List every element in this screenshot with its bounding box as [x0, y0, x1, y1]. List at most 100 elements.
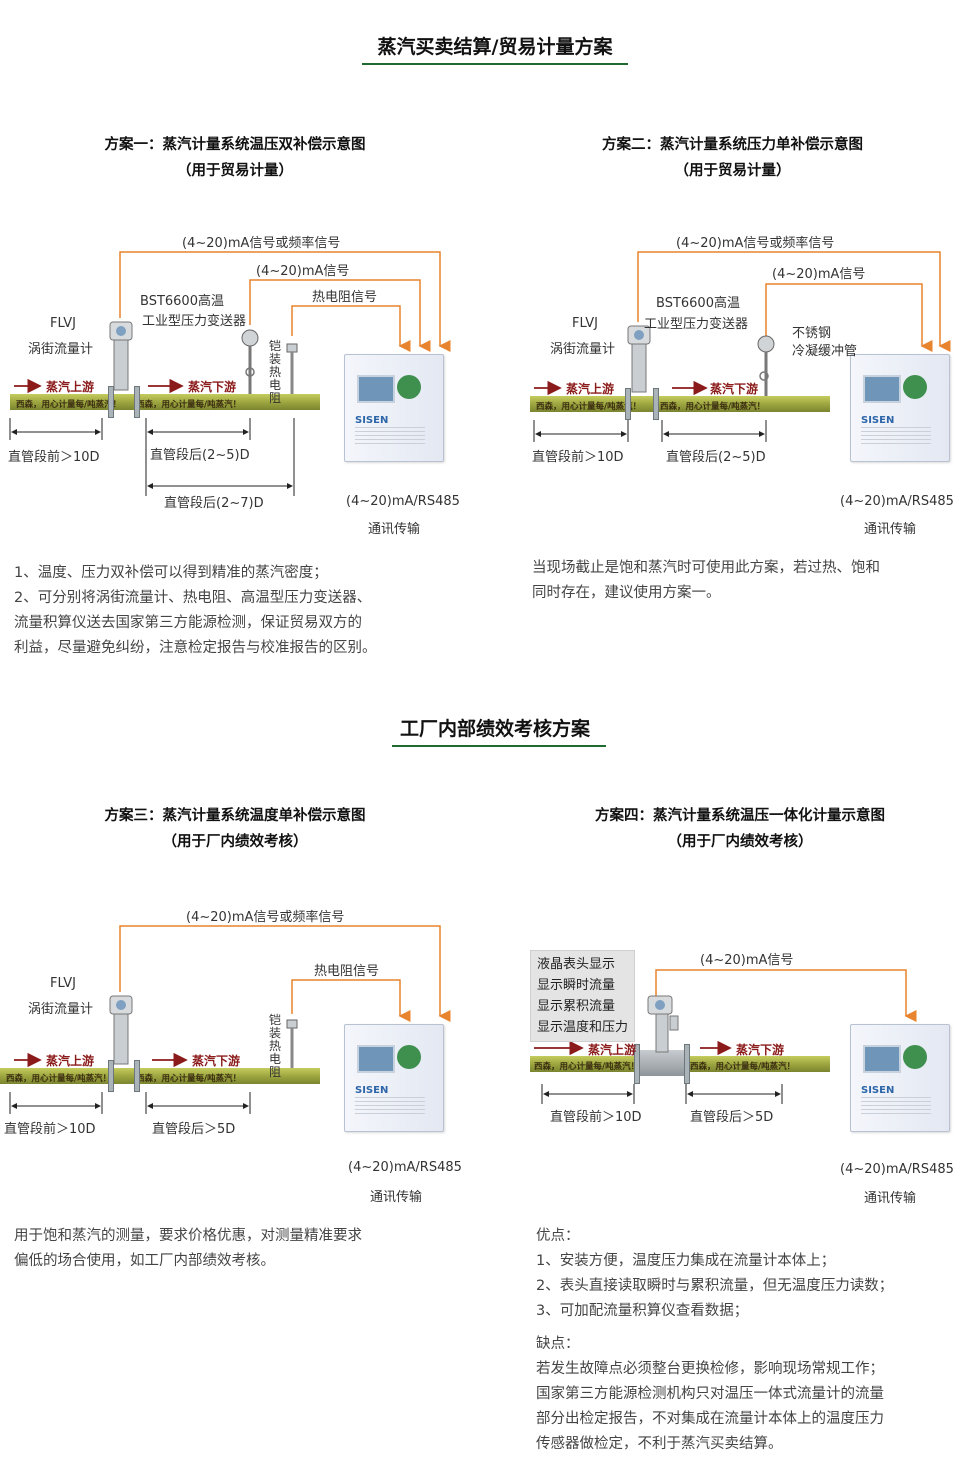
plan2-description: 当现场截止是饱和蒸汽时可使用此方案，若过热、饱和 同时存在，建议使用方案一。 — [532, 556, 960, 606]
plan2-vortex-flowmeter-icon — [627, 325, 651, 393]
plan2-flow-label-2: 涡街流量计 — [550, 342, 616, 357]
flange — [684, 1044, 690, 1084]
cabinet-keypad-icon — [397, 1045, 421, 1069]
plan1-signal-rtd-label: 热电阻信号 — [312, 290, 378, 305]
plan4-pros-title: 优点： — [536, 1228, 580, 1244]
plan4-signal-line — [655, 969, 917, 1022]
plan3-subtitle: （用于厂内绩效考核） — [162, 834, 308, 850]
plan4-signal-label: (4~20)mA信号 — [700, 953, 794, 968]
cabinet-label-plate — [861, 427, 931, 445]
plan3-pipe-text: 西森，用心计量每/吨蒸汽！ — [6, 1074, 112, 1084]
plan4-pipe-text: 西森，用心计量每/吨蒸汽！ — [534, 1062, 640, 1072]
plan4-lcd-line: 显示累积流量 — [537, 999, 616, 1014]
plan3-dim-after-label: 直管段后＞5D — [152, 1122, 236, 1137]
plan2-dim-after-label: 直管段后(2~5)D — [666, 450, 766, 465]
plan2-comm-label-1: (4~20)mA/RS485 — [840, 494, 954, 509]
plan3-signal-rtd-label: 热电阻信号 — [314, 964, 380, 979]
plan3-upstream-label: 蒸汽上游 — [46, 1054, 95, 1068]
plan1-desc-line: 流量积算仪送去国家第三方能源检测，保证贸易双方的 — [14, 615, 362, 631]
plan4-lcd-line: 液晶表头显示 — [537, 957, 616, 972]
cabinet-screen — [863, 375, 901, 403]
plan2-pressure-transmitter-icon — [757, 335, 775, 396]
plan4-meter-body — [640, 1050, 684, 1076]
cabinet-screen — [357, 375, 395, 403]
cabinet-label-plate — [355, 427, 425, 445]
plan1-pressure-transmitter-icon — [241, 329, 259, 394]
plan2-signal-main-label: (4~20)mA信号或频率信号 — [676, 236, 835, 251]
section1-underline — [362, 63, 628, 65]
cabinet-logo: SISEN — [861, 1085, 895, 1096]
cabinet-screen — [863, 1045, 901, 1073]
plan4-comm-label-1: (4~20)mA/RS485 — [840, 1162, 954, 1177]
plan1-flow-label-2: 涡街流量计 — [28, 342, 94, 357]
plan4-flow-totalizer-cabinet: SISEN — [850, 1024, 950, 1132]
plan1-desc-line: 1、温度、压力双补偿可以得到精准的蒸汽密度； — [14, 565, 328, 581]
plan1-vortex-flowmeter-icon — [109, 321, 133, 391]
plan4-cons-line: 部分出检定报告，不对集成在流量计本体上的温度压力 — [536, 1411, 884, 1427]
flange — [625, 388, 631, 420]
plan3-signal-line-rtd — [291, 979, 411, 1022]
flange — [653, 388, 659, 420]
plan3-flow-label-1: FLVJ — [50, 976, 77, 991]
plan4-integrated-flowmeter-icon — [647, 995, 679, 1053]
plan4-pipe-text-2: 西森，用心计量每/吨蒸汽！ — [690, 1062, 796, 1072]
plan4-lcd-line: 显示温度和压力 — [537, 1020, 629, 1035]
cabinet-label-plate — [861, 1097, 931, 1115]
flange — [108, 386, 114, 418]
plan2-dim-before-label: 直管段前＞10D — [532, 450, 624, 465]
plan2-pipe-text: 西森，用心计量每/吨蒸汽！ — [536, 402, 642, 412]
plan1-pressure-label-1: BST6600高温 — [140, 294, 224, 309]
plan2-pipe-text-2: 西森，用心计量每/吨蒸汽！ — [660, 402, 766, 412]
plan2-pipe — [530, 396, 830, 412]
plan4-pros-line: 3、可加配流量积算仪查看数据； — [536, 1303, 749, 1319]
plan1-pipe — [10, 394, 320, 410]
plan2-downstream-label: 蒸汽下游 — [710, 382, 759, 396]
plan4-cons-line: 传感器做检定，不利于蒸汽买卖结算。 — [536, 1436, 783, 1452]
plan4-lcd-line: 显示瞬时流量 — [537, 978, 616, 993]
plan1-rtd-icon — [286, 343, 298, 394]
plan1-downstream-label: 蒸汽下游 — [188, 380, 237, 394]
plan1-desc-line: 2、可分别将涡街流量计、热电阻、高温型压力变送器、 — [14, 590, 372, 606]
plan3-rtd-label: 铠装热电阻 — [269, 1013, 282, 1079]
plan3-description: 用于饱和蒸汽的测量，要求价格优惠，对测量精准要求 偏低的场合使用，如工厂内部绩效… — [14, 1224, 474, 1274]
plan2-signal-pressure-label: (4~20)mA信号 — [772, 267, 866, 282]
plan1-signal-main-label: (4~20)mA信号或频率信号 — [182, 236, 341, 251]
plan4-cons-title: 缺点： — [536, 1336, 580, 1352]
plan3-title: 方案三：蒸汽计量系统温度单补偿示意图 — [104, 808, 366, 824]
plan3-pipe — [0, 1068, 320, 1084]
plan4-lcd-info-box: 液晶表头显示 显示瞬时流量 显示累积流量 显示温度和压力 — [530, 950, 636, 1042]
plan4-description: 优点： 1、安装方便，温度压力集成在流量计本体上； 2、表头直接读取瞬时与累积流… — [536, 1224, 960, 1457]
cabinet-keypad-icon — [397, 375, 421, 399]
plan4-dim-after-label: 直管段后＞5D — [690, 1110, 774, 1125]
plan4-downstream-label: 蒸汽下游 — [736, 1043, 785, 1057]
plan1-signal-line-rtd — [291, 305, 411, 352]
plan2-desc-line: 当现场截止是饱和蒸汽时可使用此方案，若过热、饱和 — [532, 560, 880, 576]
plan4-pros-line: 2、表头直接读取瞬时与累积流量，但无温度压力读数； — [536, 1278, 894, 1294]
flange — [108, 1060, 114, 1092]
plan3-desc-line: 偏低的场合使用，如工厂内部绩效考核。 — [14, 1253, 275, 1269]
section1-title: 蒸汽买卖结算/贸易计量方案 — [377, 36, 613, 58]
plan1-flow-label-1: FLVJ — [50, 316, 77, 331]
plan1-subtitle: （用于贸易计量） — [177, 163, 293, 179]
plan4-upstream-label: 蒸汽上游 — [588, 1043, 637, 1057]
plan3-rtd-icon — [286, 1019, 298, 1068]
plan4-cons-line: 国家第三方能源检测机构只对温压一体式流量计的流量 — [536, 1386, 884, 1402]
plan2-flow-totalizer-cabinet: SISEN — [850, 354, 950, 462]
plan2-steel-label-2: 冷凝缓冲管 — [792, 344, 858, 359]
cabinet-screen — [357, 1045, 395, 1073]
plan1-signal-line-pressure — [249, 279, 431, 352]
section2-title: 工厂内部绩效考核方案 — [399, 718, 590, 740]
plan4-subtitle: （用于厂内绩效考核） — [667, 834, 813, 850]
cabinet-logo: SISEN — [355, 1085, 389, 1096]
plan1-dim-after2-label: 直管段后(2~7)D — [164, 496, 264, 511]
plan1-desc-line: 利益，尽量避免纠纷，注意检定报告与校准报告的区别。 — [14, 640, 377, 656]
plan1-signal-line-flow — [119, 251, 451, 352]
plan3-flow-label-2: 涡街流量计 — [28, 1002, 94, 1017]
plan1-title: 方案一：蒸汽计量系统温压双补偿示意图 — [104, 137, 366, 153]
cabinet-keypad-icon — [903, 375, 927, 399]
plan1-rtd-label: 铠装热电阻 — [269, 339, 282, 405]
plan4-dim-before-label: 直管段前＞10D — [550, 1110, 642, 1125]
plan1-comm-label-1: (4~20)mA/RS485 — [346, 494, 460, 509]
plan2-steel-label-1: 不锈钢 — [792, 326, 832, 341]
